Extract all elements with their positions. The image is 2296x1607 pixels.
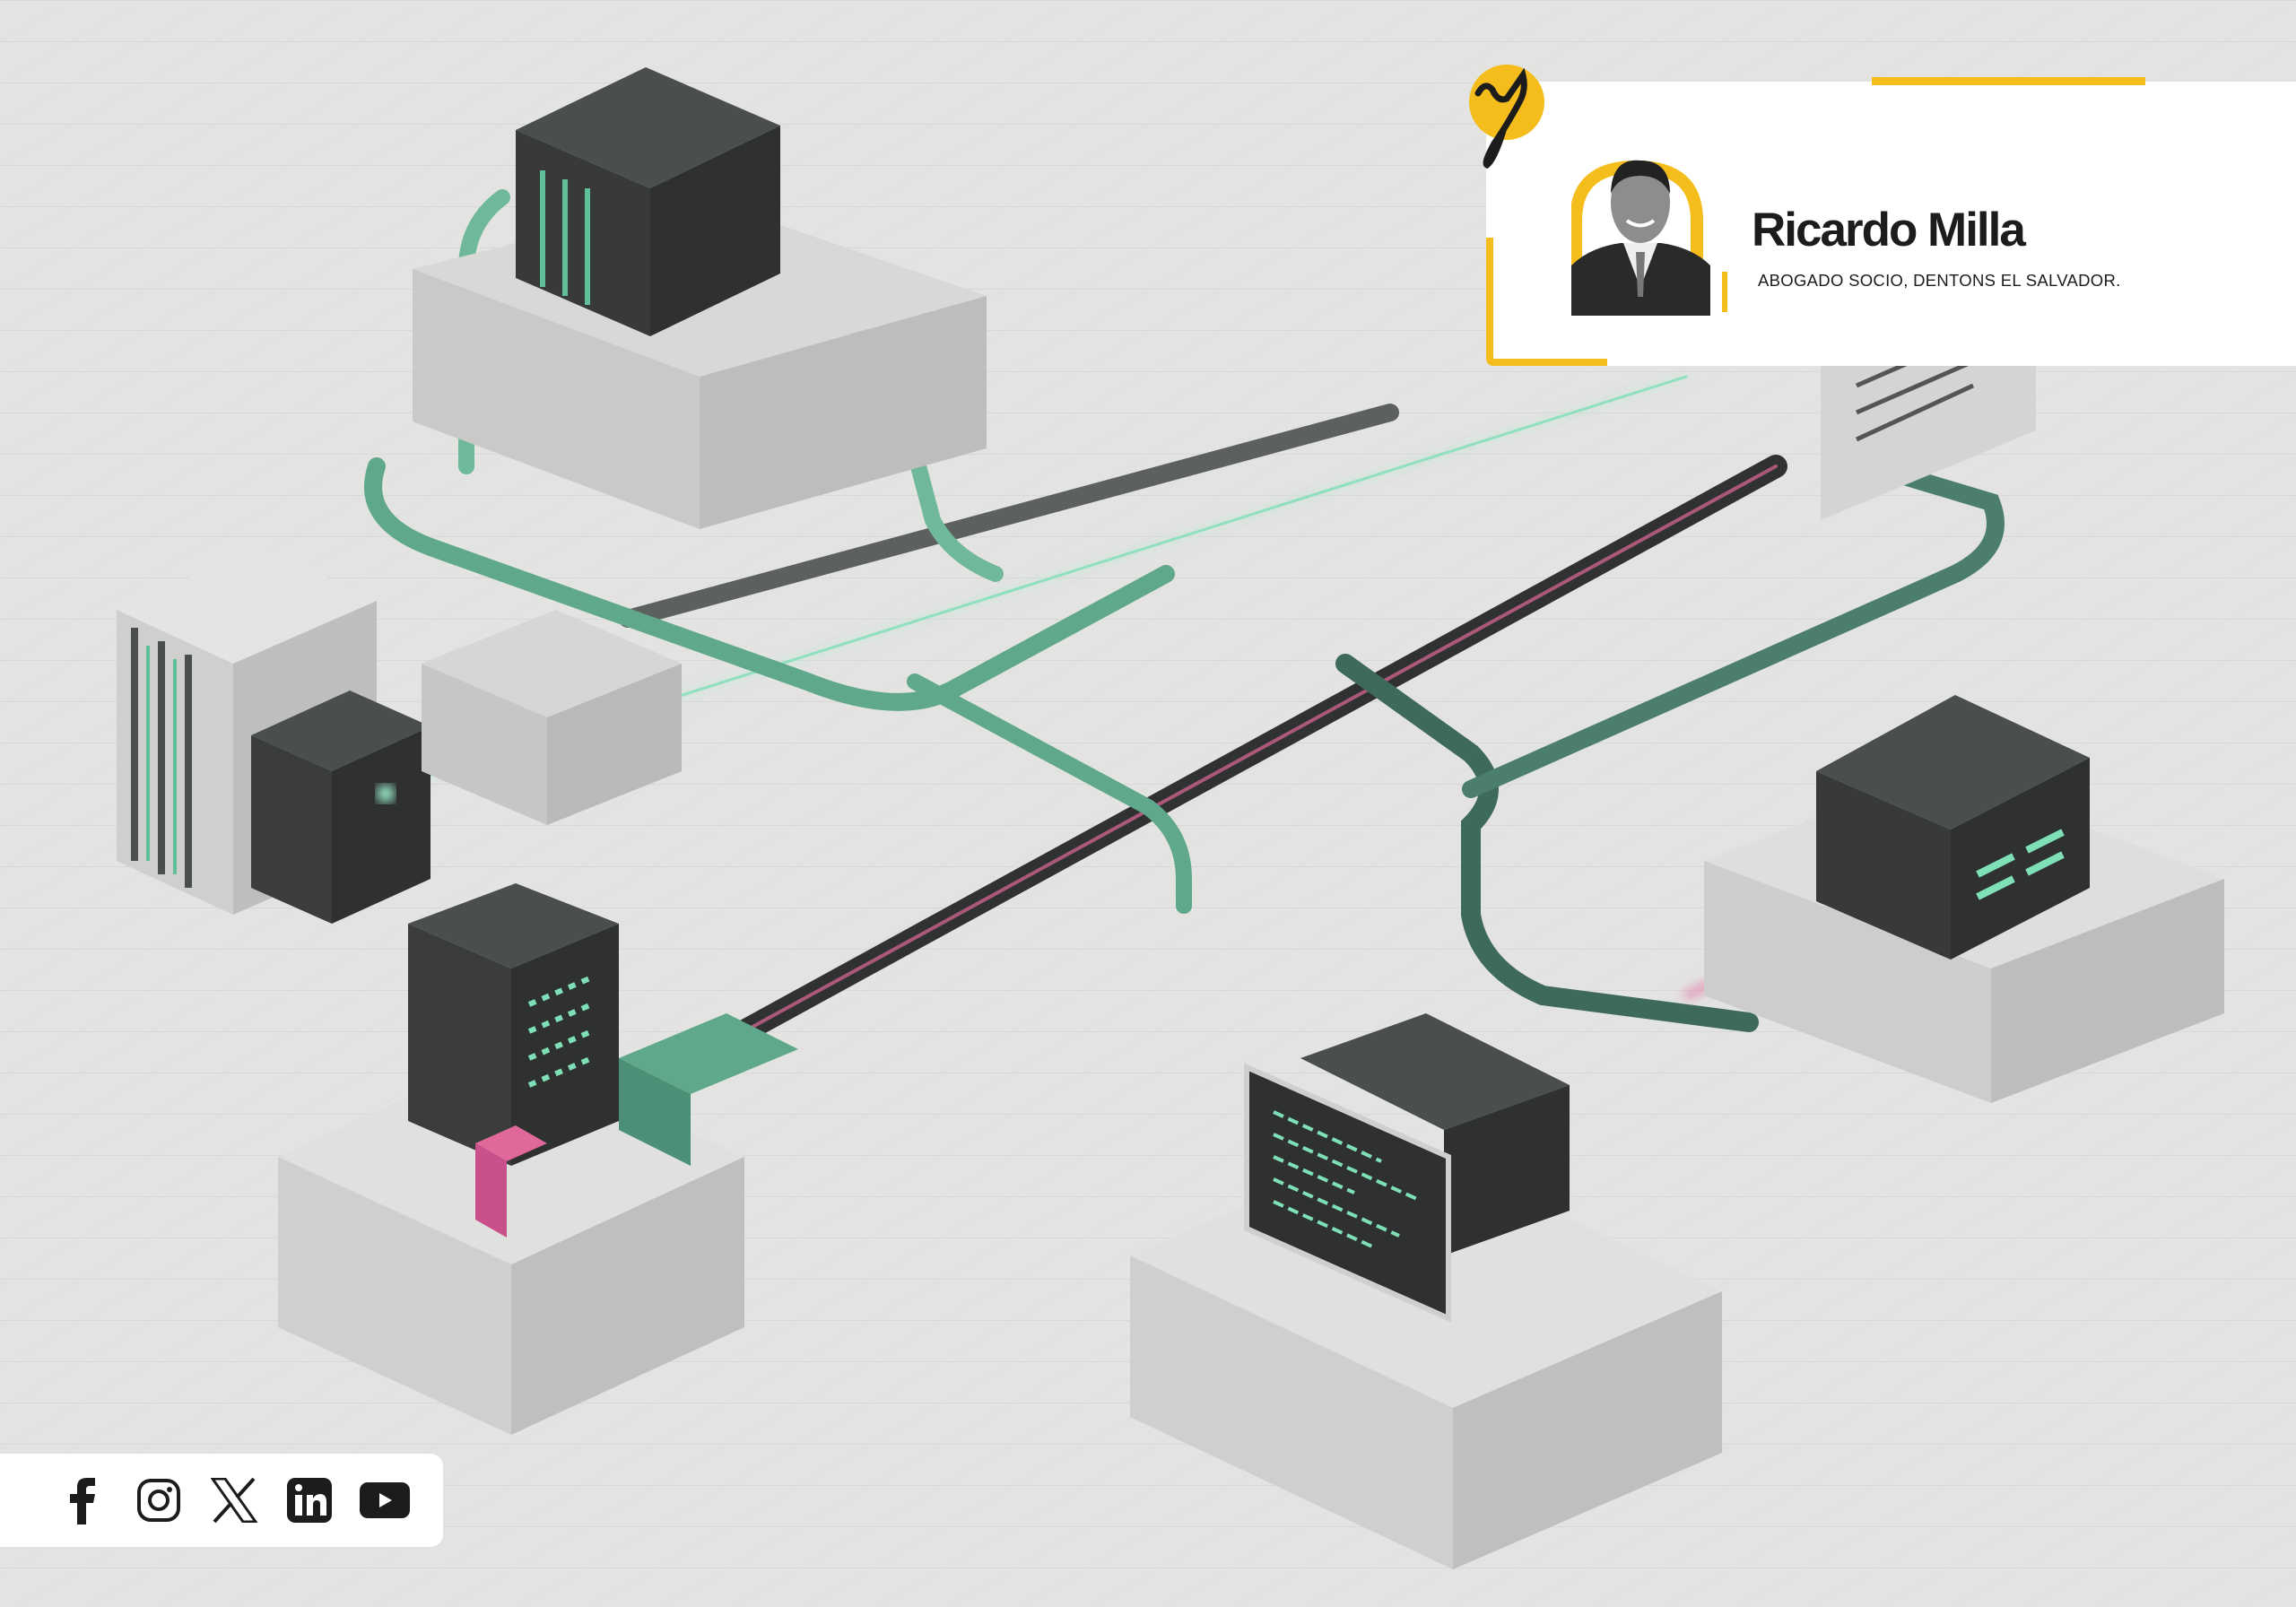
building-block (278, 883, 798, 1435)
server-cube-right (1704, 695, 2224, 1103)
brand-logo (1469, 65, 1544, 169)
linkedin-icon[interactable] (282, 1472, 337, 1528)
social-bar (0, 1454, 443, 1547)
author-role: ABOGADO SOCIO, DENTONS EL SALVADOR. (1758, 271, 2121, 290)
card-accent-left (1486, 238, 1493, 363)
instagram-icon[interactable] (131, 1472, 187, 1528)
server-rack-left (117, 547, 682, 924)
author-name: Ricardo Milla (1752, 204, 2026, 256)
card-accent-bottom (1486, 359, 1607, 366)
computer-terminal (1130, 1013, 1722, 1569)
x-icon[interactable] (206, 1472, 262, 1528)
youtube-icon[interactable] (357, 1472, 413, 1528)
card-accent-top (1872, 77, 2145, 85)
author-photo (1571, 160, 1710, 316)
server-top (413, 67, 987, 529)
photo-accent-bar (1722, 272, 1727, 312)
facebook-icon[interactable] (56, 1472, 111, 1528)
